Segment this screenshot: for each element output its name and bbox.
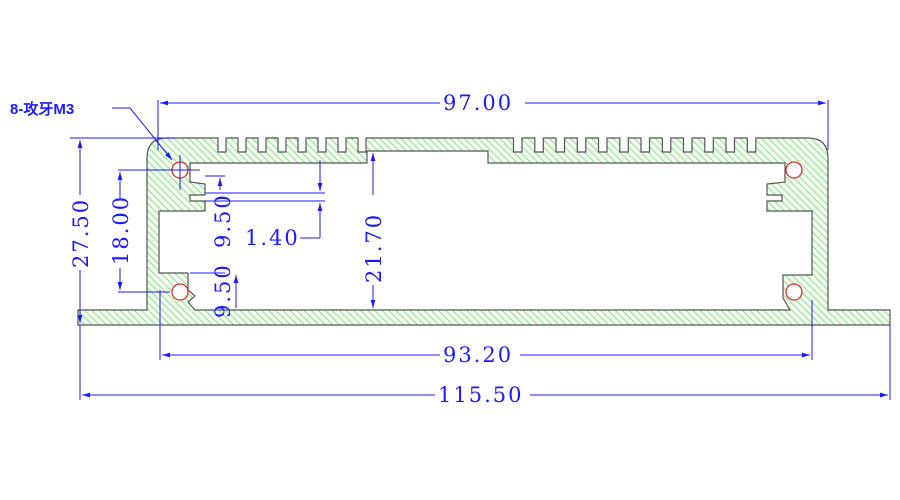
aluminum-profile (77, 137, 891, 326)
dim-inner-height: 21.70 (362, 213, 386, 283)
thread-callout: 8-攻牙M3 (10, 100, 74, 118)
hole-top-right (785, 161, 803, 179)
dim-slot-offset-lower: 9.50 (211, 263, 235, 318)
dim-total-width: 115.50 (438, 383, 523, 407)
tapped-holes (171, 161, 803, 301)
dim-slot-width: 1.40 (245, 226, 300, 250)
hole-bottom-left (171, 283, 189, 301)
dim-slot-offset-upper: 9.50 (211, 193, 235, 248)
dim-total-height: 27.50 (69, 198, 93, 268)
dim-hole-spacing: 18.00 (109, 195, 133, 265)
dim-top-width: 97.00 (443, 91, 513, 115)
dimension-lines (70, 100, 891, 400)
hole-bottom-right (785, 283, 803, 301)
dim-inner-width: 93.20 (443, 343, 513, 367)
